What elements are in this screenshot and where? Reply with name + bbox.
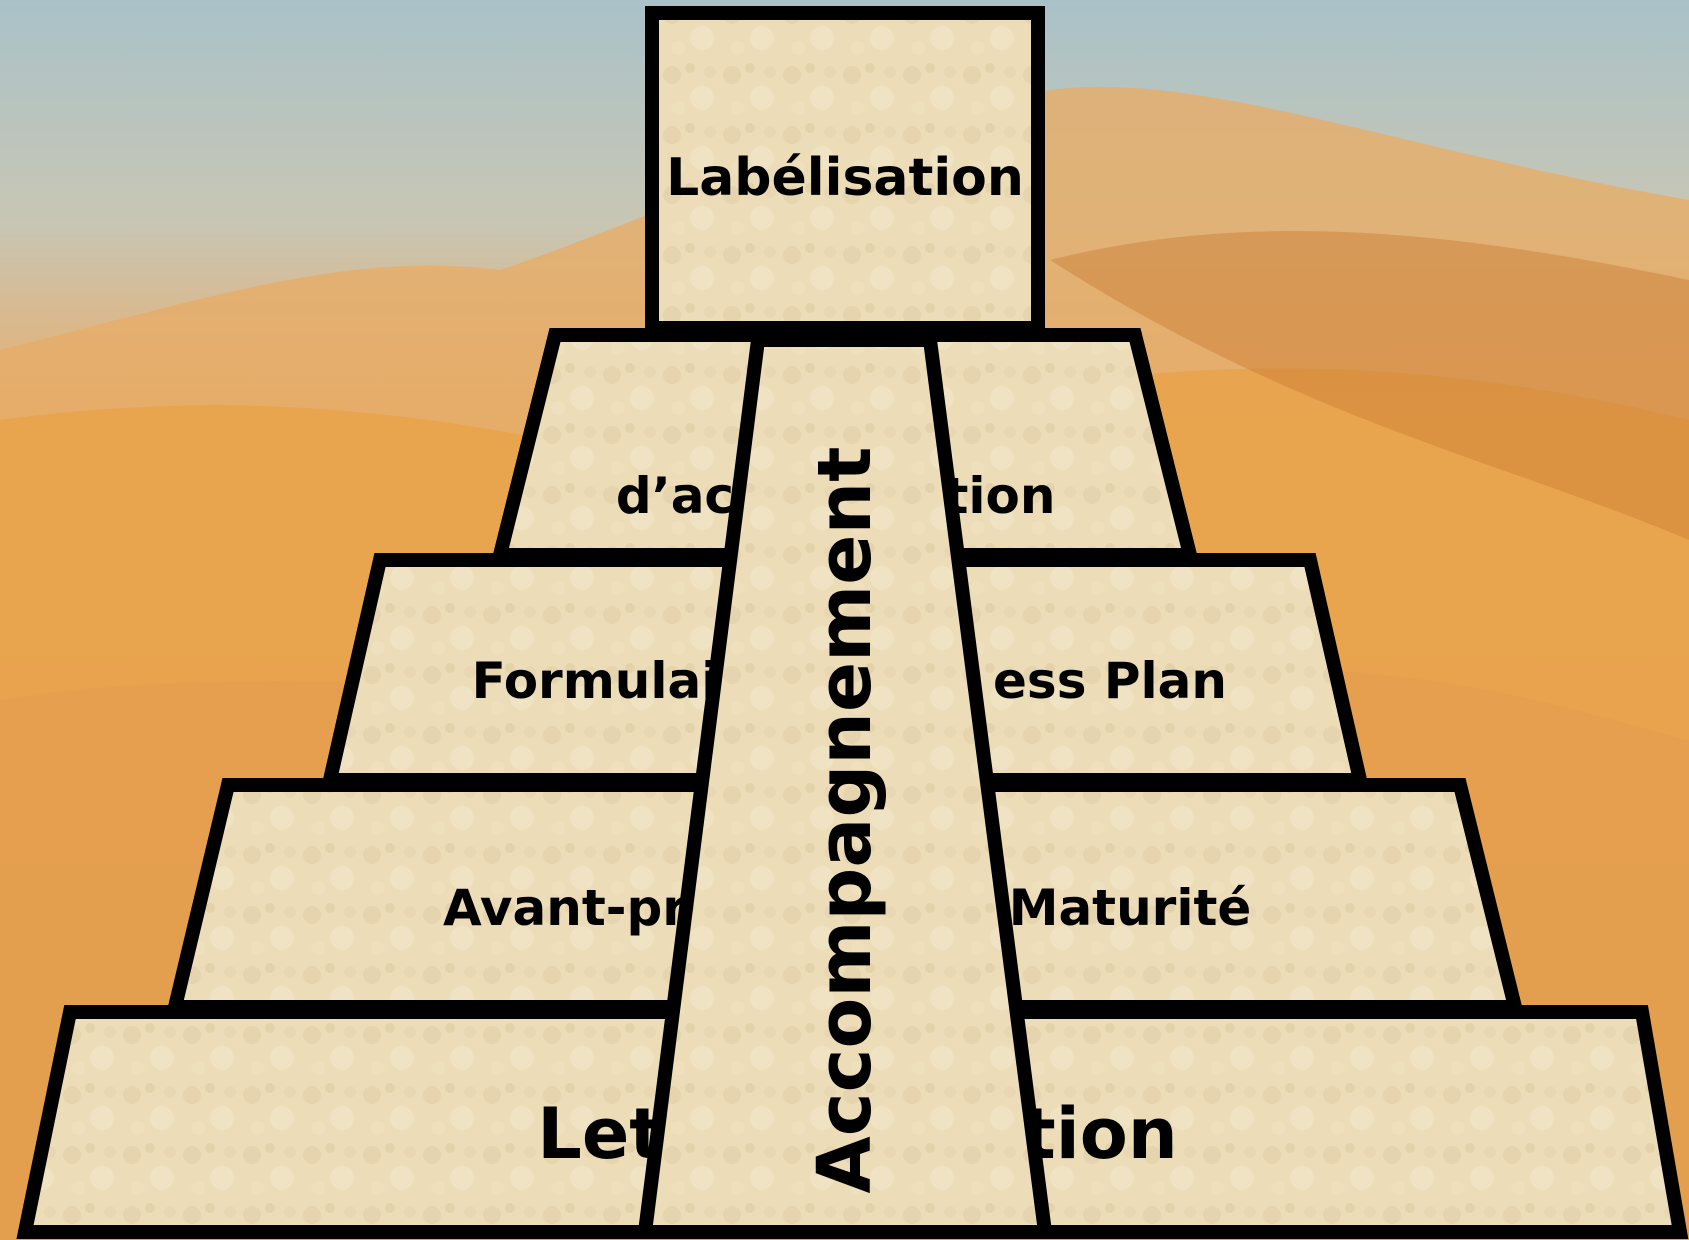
tier-1-right-label: tion <box>945 467 1056 525</box>
tier-2-left-label: Formulai <box>472 652 719 710</box>
central-column <box>637 333 1053 1239</box>
central-label: Accompagnement <box>802 446 888 1193</box>
top-label: Labélisation <box>666 148 1024 208</box>
tier-4-left-label: Let <box>537 1093 663 1175</box>
tier-2-right-label: ess Plan <box>993 652 1227 710</box>
tier-1-left-label: d’ac <box>616 467 734 525</box>
tier-3-left-label: Avant-pr <box>443 879 687 937</box>
tier-3-right-label: Maturité <box>1009 879 1252 937</box>
tier-4-right-label: tion <box>1022 1093 1177 1175</box>
dune-shadow <box>1050 231 1689 540</box>
